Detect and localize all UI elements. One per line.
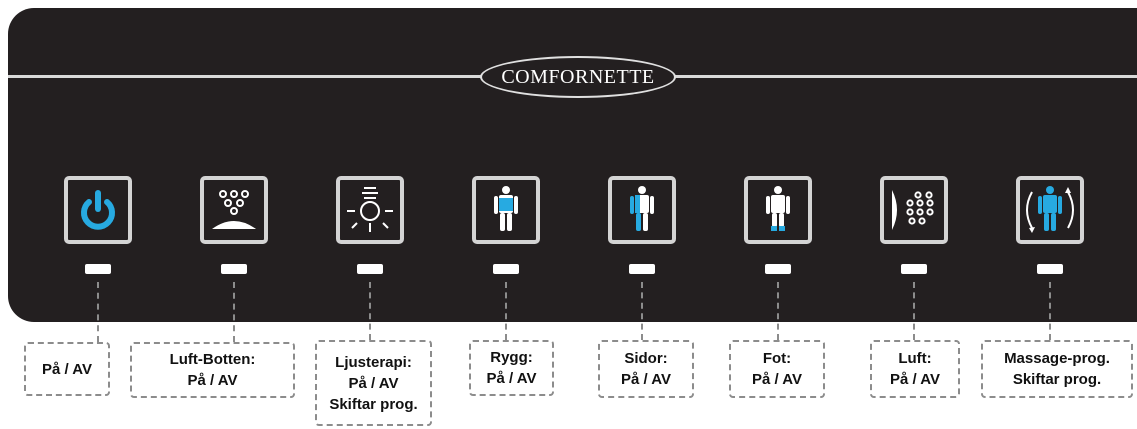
side-massage-led [629, 264, 655, 274]
connector-line [913, 282, 915, 340]
back-massage-led [493, 264, 519, 274]
label-massage-program: Massage-prog. Skiftar prog. [981, 340, 1133, 398]
label-line: Luft-Botten: [169, 351, 256, 368]
air-massage-button[interactable] [880, 176, 948, 244]
label-line: På / AV [348, 374, 399, 392]
label-line: På / AV [486, 370, 537, 387]
connector-line [1049, 282, 1051, 340]
massage-program-icon [1026, 186, 1074, 233]
label-line: Fot: [762, 350, 792, 367]
brand-logo: COMFORNETTE [480, 56, 676, 98]
power-button[interactable] [64, 176, 132, 244]
connector-line [369, 282, 371, 340]
label-line: På / AV [751, 371, 803, 388]
connector-line [505, 282, 507, 340]
foot-massage-icon [766, 186, 790, 231]
connector-line [777, 282, 779, 340]
side-massage-button[interactable] [608, 176, 676, 244]
air-massage-icon [892, 190, 934, 230]
foot-massage-button[interactable] [744, 176, 812, 244]
power-led [85, 264, 111, 274]
side-massage-icon [630, 186, 654, 231]
connector-line [233, 282, 235, 342]
massage-program-button[interactable] [1016, 176, 1084, 244]
label-air: Luft: På / AV [870, 340, 960, 398]
light-therapy-led [357, 264, 383, 274]
label-line: Rygg: [490, 349, 533, 366]
label-line: Sidor: [624, 350, 668, 367]
label-line: På / AV [187, 372, 238, 389]
air-bottom-button[interactable] [200, 176, 268, 244]
light-therapy-button[interactable] [336, 176, 404, 244]
massage-program-led [1037, 264, 1063, 274]
connector-line [641, 282, 643, 340]
light-therapy-icon [347, 187, 393, 232]
foot-massage-led [765, 264, 791, 274]
back-massage-icon [494, 186, 518, 231]
label-line: Skiftar prog. [329, 395, 418, 413]
label-line: Luft: [898, 350, 932, 367]
air-massage-led [901, 264, 927, 274]
label-power: På / AV [24, 342, 110, 396]
label-line: På / AV [889, 371, 941, 388]
power-icon [81, 190, 115, 230]
label-back: Rygg: På / AV [469, 340, 554, 396]
label-air-bottom: Luft-Botten: På / AV [130, 342, 295, 398]
label-line: På / AV [41, 360, 93, 378]
label-light-therapy: Ljusterapi: På / AV Skiftar prog. [315, 340, 432, 426]
label-line: Skiftar prog. [1012, 371, 1102, 388]
back-massage-button[interactable] [472, 176, 540, 244]
brand-name: COMFORNETTE [501, 65, 655, 88]
air-bottom-led [221, 264, 247, 274]
label-foot: Fot: På / AV [729, 340, 825, 398]
label-line: Massage-prog. [1004, 350, 1110, 367]
label-line: På / AV [620, 371, 672, 388]
air-bottom-icon [212, 190, 256, 229]
connector-line [97, 282, 99, 342]
label-line: Ljusterapi: [335, 353, 412, 371]
label-sides: Sidor: På / AV [598, 340, 694, 398]
